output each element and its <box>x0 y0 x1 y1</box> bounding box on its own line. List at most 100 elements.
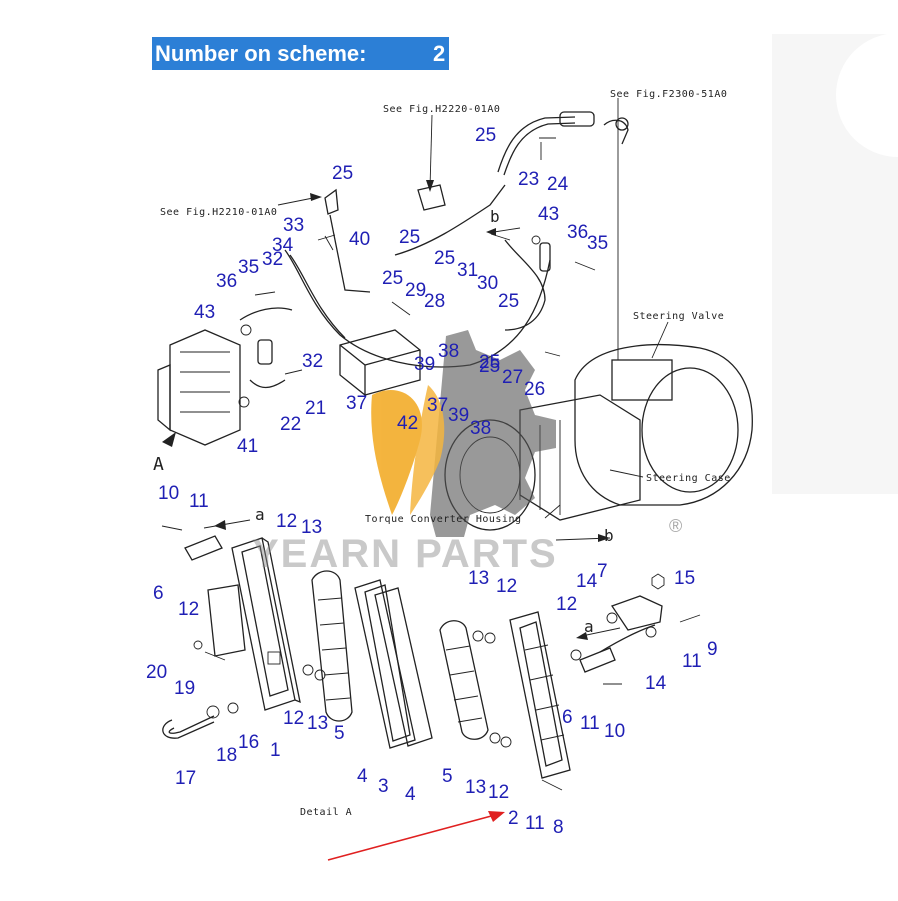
callout-25: 25 <box>399 227 420 248</box>
leader-a-right <box>581 627 621 637</box>
callout-2: 2 <box>508 808 519 829</box>
o-ring-12-flange <box>570 649 582 661</box>
callout-12: 12 <box>276 511 297 532</box>
logo-gear <box>430 330 556 537</box>
callout-11: 11 <box>580 713 600 734</box>
callout-43: 43 <box>538 204 559 225</box>
clamp-bracket-left <box>324 188 339 215</box>
hose-fitting-b <box>539 242 551 272</box>
scheme-title-background <box>152 37 449 70</box>
callout-35: 35 <box>238 257 259 278</box>
callout-13: 13 <box>465 777 486 798</box>
callout-28: 28 <box>424 291 445 312</box>
leader-b-upper <box>493 227 521 233</box>
callout-20: 20 <box>146 662 167 683</box>
cooler-case-1-side <box>261 537 301 704</box>
leader-b-upper-arrow <box>486 228 496 236</box>
element-5-left-tubes <box>317 597 351 701</box>
callout-10: 10 <box>604 721 625 742</box>
callout-18: 18 <box>216 745 237 766</box>
leader-steering-valve <box>651 321 669 359</box>
leader-h2210-arrow <box>310 193 322 201</box>
ref-f2300: See Fig.F2300-51A0 <box>610 89 727 100</box>
clamp-bracket-top <box>417 184 446 211</box>
bolt-28 <box>391 301 411 316</box>
leader-b-lower-arrow <box>598 534 610 542</box>
filter-block-edges <box>339 344 421 395</box>
label-torque-converter: Torque Converter Housing <box>365 514 522 525</box>
cooler-element-5-left <box>311 570 353 722</box>
upper-bolts <box>254 137 596 375</box>
bolt-10-left <box>161 525 183 531</box>
bolt-26 <box>544 351 561 357</box>
callout-41: 41 <box>237 436 258 457</box>
bolt-35-right <box>574 261 596 271</box>
main-pipe-inner <box>289 254 346 339</box>
callout-37: 37 <box>346 393 367 414</box>
leader-torque-converter <box>544 504 561 519</box>
view-a-arrow <box>162 432 176 447</box>
callout-12: 12 <box>496 576 517 597</box>
leader-a-right-arrow <box>576 632 588 640</box>
washer-20 <box>193 640 203 650</box>
callout-33: 33 <box>283 215 304 236</box>
callout-32: 32 <box>302 351 323 372</box>
callout-3: 3 <box>378 776 389 797</box>
callout-39: 39 <box>448 405 469 426</box>
callout-9: 9 <box>707 639 718 660</box>
element-5-right-tubes <box>445 645 483 723</box>
hose-17 <box>162 719 215 739</box>
point-a-left: a <box>255 505 265 524</box>
callout-32: 32 <box>262 249 283 270</box>
leader-steering-case <box>609 469 644 478</box>
logo-flame-right <box>410 385 445 515</box>
pipe-left-drop <box>329 214 371 293</box>
steering-valve-body <box>611 359 673 401</box>
pipe-14 <box>599 624 656 653</box>
callout-23: 23 <box>518 169 539 190</box>
hose-upper-left <box>497 116 576 173</box>
highlight-arrow-line <box>327 814 496 861</box>
callout-35: 35 <box>587 233 608 254</box>
bolt-8 <box>541 779 563 791</box>
callout-39: 39 <box>414 354 435 375</box>
leader-a-left-arrow <box>214 520 226 530</box>
ref-h2210: See Fig.H2210-01A0 <box>160 207 277 218</box>
scheme-title-label: Number on scheme: <box>155 41 367 66</box>
cooler-element-5-right <box>439 620 489 740</box>
cooler-left-fins <box>180 351 230 413</box>
hose-fitting-left <box>257 339 273 365</box>
callout-13: 13 <box>301 517 322 538</box>
callout-25: 25 <box>434 248 455 269</box>
reference-notes: See Fig.H2220-01A0 See Fig.F2300-51A0 Se… <box>153 89 730 818</box>
leader-a-left <box>203 519 251 529</box>
o-ring-14 <box>606 612 618 624</box>
reference-leaders <box>203 114 621 640</box>
callout-14: 14 <box>645 673 667 694</box>
callout-5: 5 <box>442 766 453 787</box>
callout-36: 36 <box>216 271 237 292</box>
label-steering-valve: Steering Valve <box>633 311 724 322</box>
flange-6-right <box>579 647 616 673</box>
callout-25: 25 <box>479 352 500 373</box>
label-detail-a: Detail A <box>300 807 352 818</box>
cover-2-fins <box>524 644 565 741</box>
part-callouts: 25 23 24 25 25 40 43 36 35 25 33 34 32 2… <box>146 125 718 838</box>
cooler-left-assembly <box>157 329 241 447</box>
hose-clamp-lower <box>249 379 286 389</box>
callout-10: 10 <box>158 483 179 504</box>
case-1-port <box>267 651 281 665</box>
cooler-left-body <box>169 329 241 446</box>
bolt-9 <box>679 614 701 623</box>
view-a-letter: A <box>153 454 164 475</box>
hose-fitting-top <box>559 111 595 127</box>
background-arc <box>836 33 898 157</box>
callout-40: 40 <box>349 229 370 250</box>
elbow-flange <box>615 117 629 131</box>
callout-8: 8 <box>553 817 564 838</box>
callout-25: 25 <box>382 268 403 289</box>
o-ring-41 <box>238 396 250 408</box>
callout-29: 29 <box>405 280 426 301</box>
filter-block-37 <box>339 329 421 396</box>
callout-38: 38 <box>470 418 491 439</box>
